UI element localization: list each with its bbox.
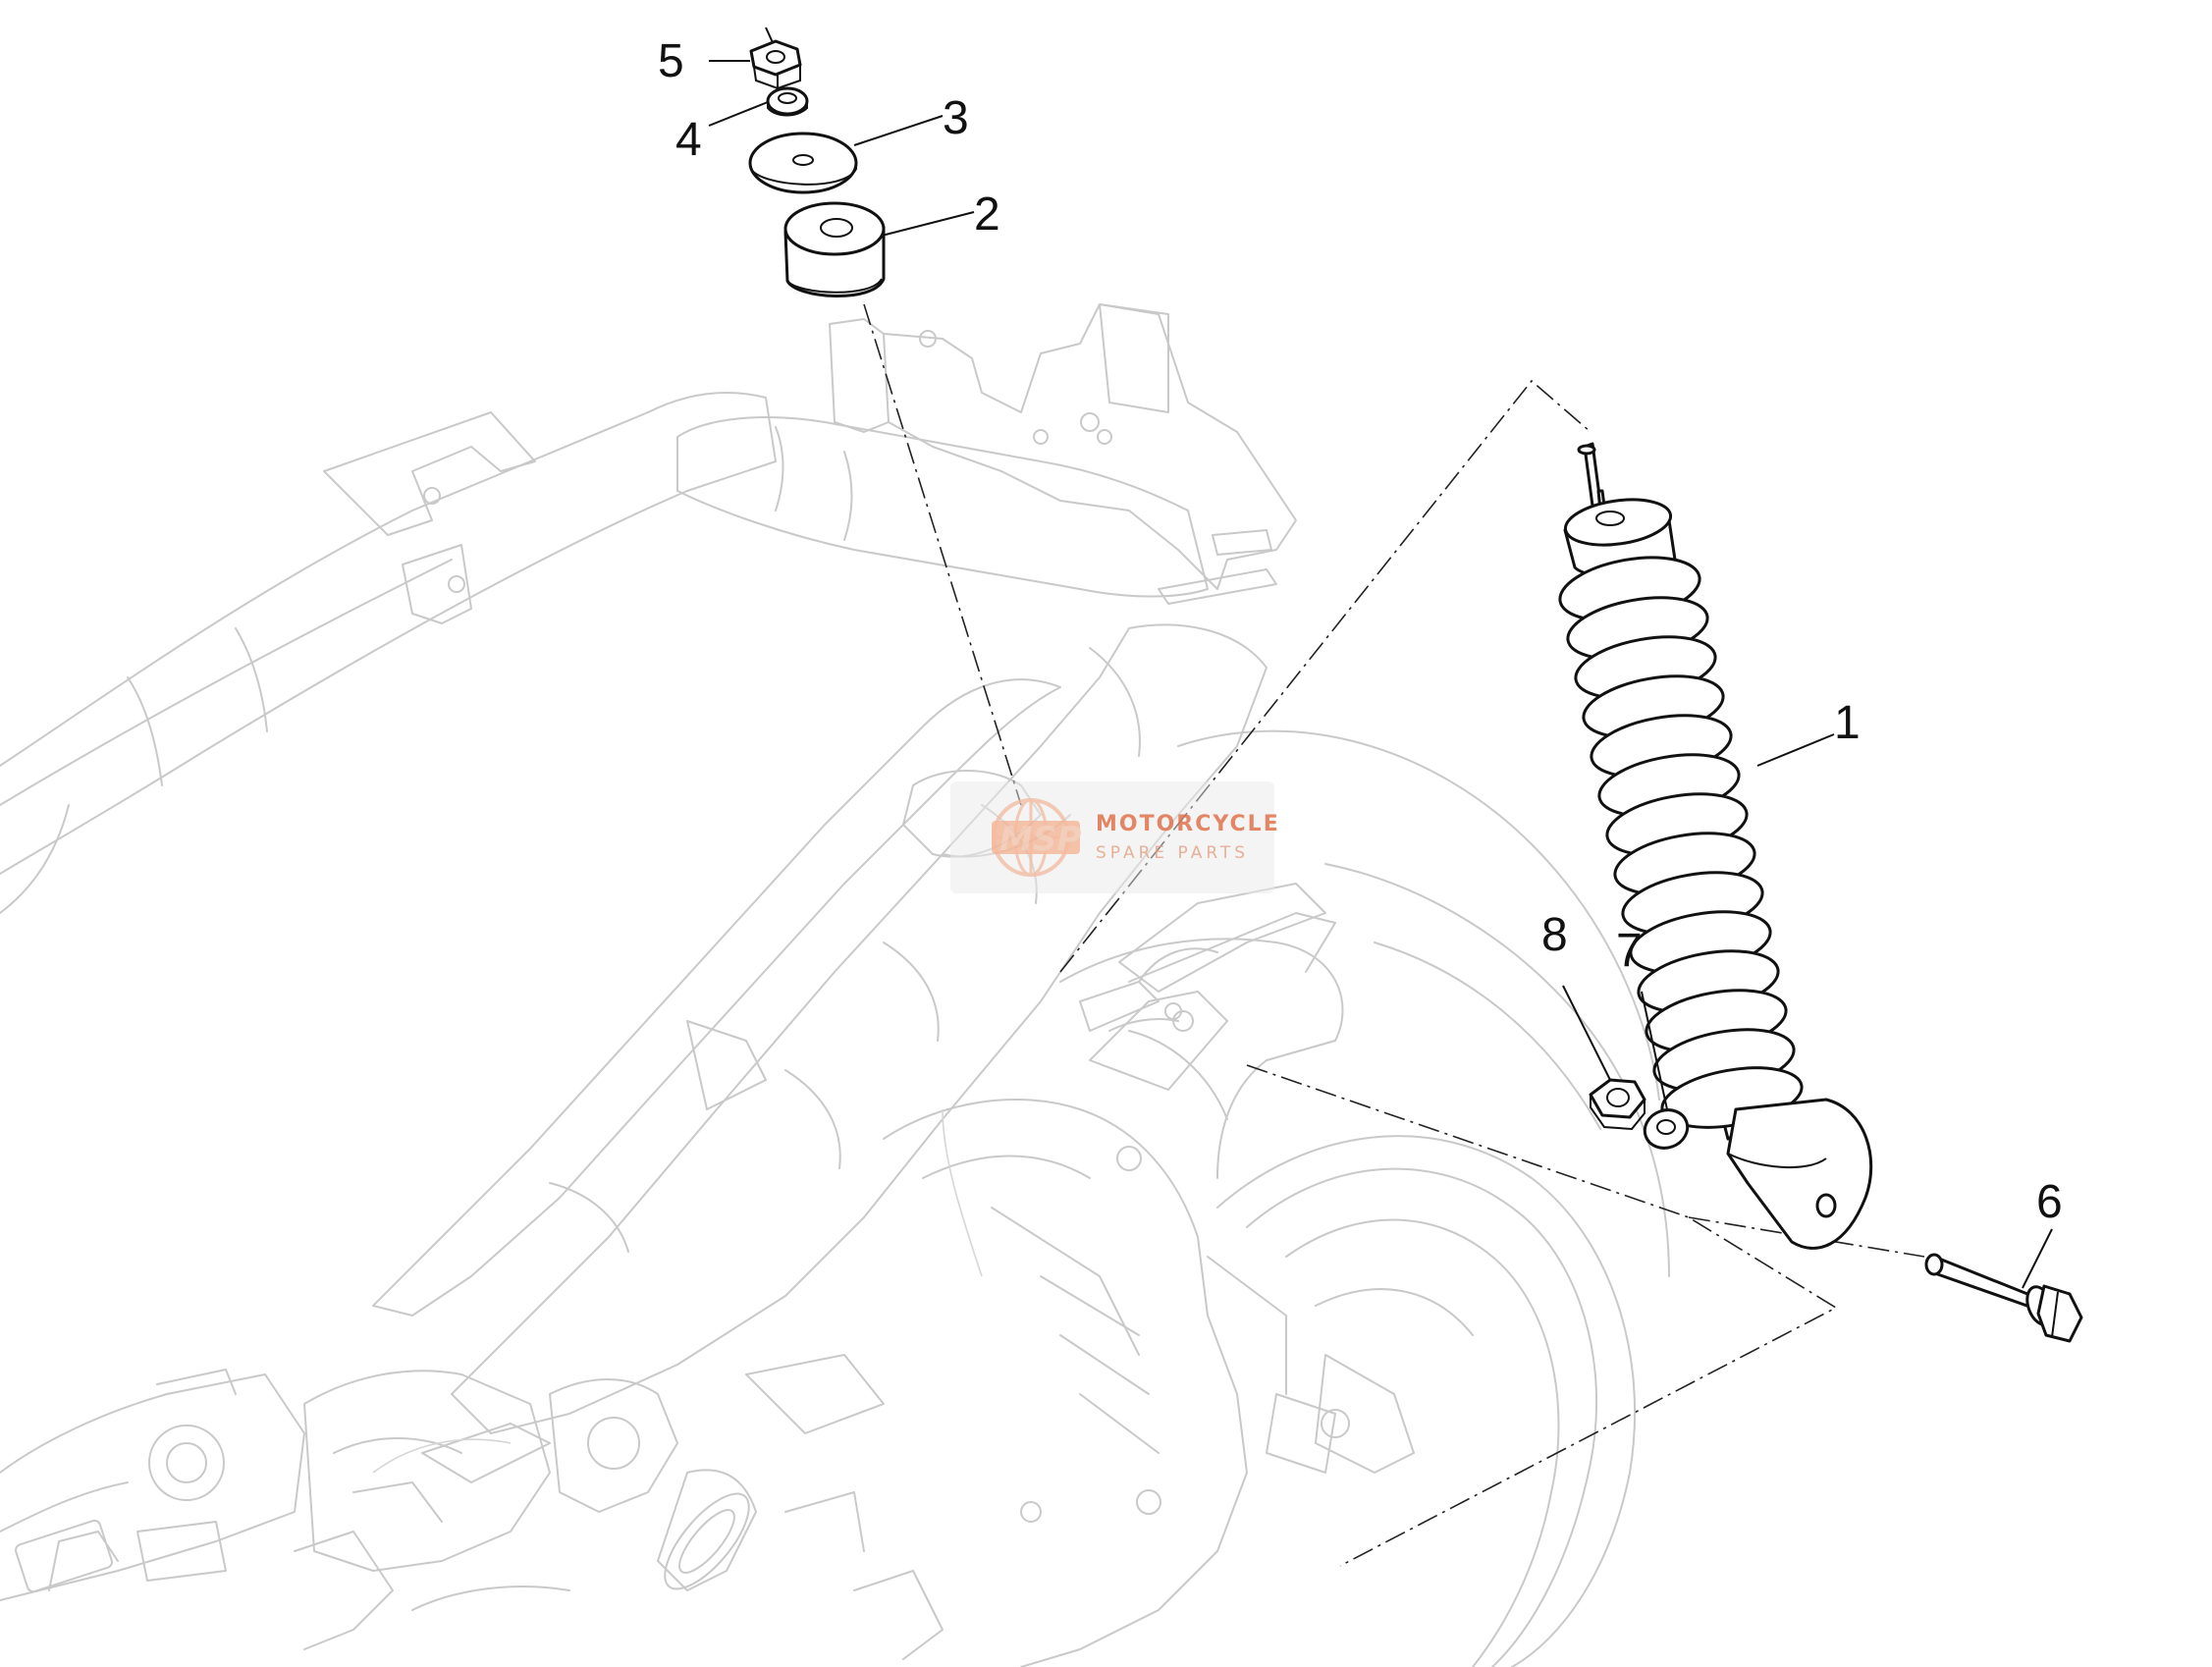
- watermark-line2: SPARE PARTS: [1096, 843, 1249, 863]
- shock-spring-coils: [1558, 556, 1804, 1129]
- callout-4: 4: [675, 114, 702, 166]
- callout-8: 8: [1541, 909, 1568, 961]
- callout-6: 6: [2036, 1176, 2063, 1228]
- part-4-small-washer: [766, 86, 809, 117]
- part-5-hex-nut: [749, 27, 802, 90]
- callout-5: 5: [658, 35, 684, 87]
- frame-ghost-outline: [0, 303, 1670, 1667]
- msp-watermark: MSP MOTORCYCLE SPARE PARTS: [950, 781, 1280, 893]
- watermark-mark: MSP: [999, 820, 1081, 859]
- callout-labels: 1 2 3 4 5 6 7 8: [658, 35, 2063, 1228]
- part-2-rubber-bushing: [783, 201, 886, 297]
- callout-7: 7: [1616, 925, 1643, 977]
- part-8-nut: [1589, 1078, 1646, 1131]
- part-6-flanged-bolt: [1924, 1253, 2083, 1343]
- callout-1: 1: [1834, 697, 1861, 749]
- callout-leader-lines: [708, 60, 2053, 1289]
- part-1-shock-absorber: [1558, 442, 1873, 1250]
- watermark-line1: MOTORCYCLE: [1096, 812, 1280, 836]
- part-3-flat-washer: [748, 132, 858, 194]
- callout-3: 3: [943, 92, 969, 144]
- part-7-washer: [1643, 1108, 1690, 1150]
- callout-2: 2: [974, 188, 1000, 241]
- msp-globe-icon: [992, 798, 1080, 877]
